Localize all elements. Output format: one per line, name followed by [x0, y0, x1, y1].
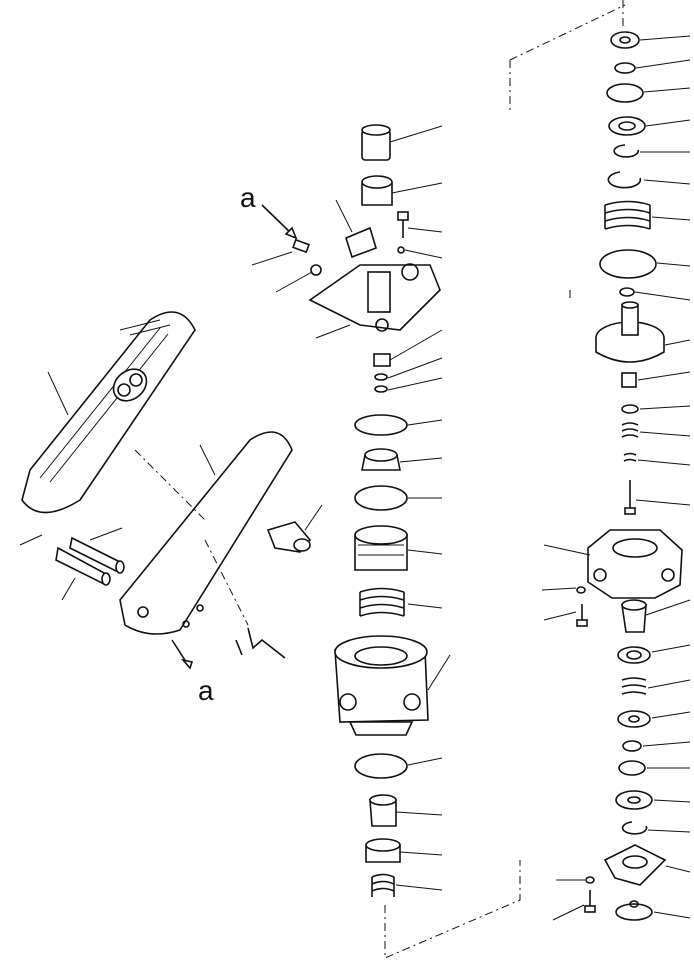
sleeve	[369, 794, 397, 827]
pivot-pins	[55, 536, 125, 586]
cap	[361, 124, 391, 161]
spring-center	[359, 587, 405, 617]
bolt-lower-right	[584, 890, 596, 913]
cap-nut	[610, 31, 640, 49]
pedal-bracket	[308, 263, 441, 332]
bolt-lower-left	[576, 604, 588, 627]
boot	[361, 175, 393, 206]
valve-body	[334, 635, 429, 736]
cylinder-cap	[354, 525, 408, 571]
o-ring-large	[354, 485, 408, 511]
spring-small	[371, 873, 395, 897]
cover-plate	[603, 844, 667, 886]
set-screw-left	[292, 238, 322, 276]
reference-label-lower: a	[198, 675, 214, 706]
spool-plate	[595, 301, 665, 363]
bolt-right	[624, 480, 636, 515]
pedal-pad-upper	[21, 311, 196, 514]
reference-label-upper: a	[240, 182, 256, 213]
end-cap	[615, 900, 653, 921]
nut	[373, 353, 391, 367]
seal	[365, 838, 401, 863]
o-ring-body	[354, 753, 408, 779]
bolt-upper	[397, 211, 409, 238]
pedal-roller	[266, 521, 312, 553]
piston	[361, 448, 401, 471]
pin-sleeve	[345, 226, 377, 259]
pedal-arm	[119, 431, 293, 635]
o-ring-right	[599, 249, 657, 279]
lower-housing	[587, 529, 683, 599]
bushing	[621, 599, 647, 633]
cotter-pins	[235, 627, 286, 659]
spring-right	[604, 200, 651, 230]
plunger	[621, 372, 637, 388]
washer-disc	[354, 414, 408, 436]
